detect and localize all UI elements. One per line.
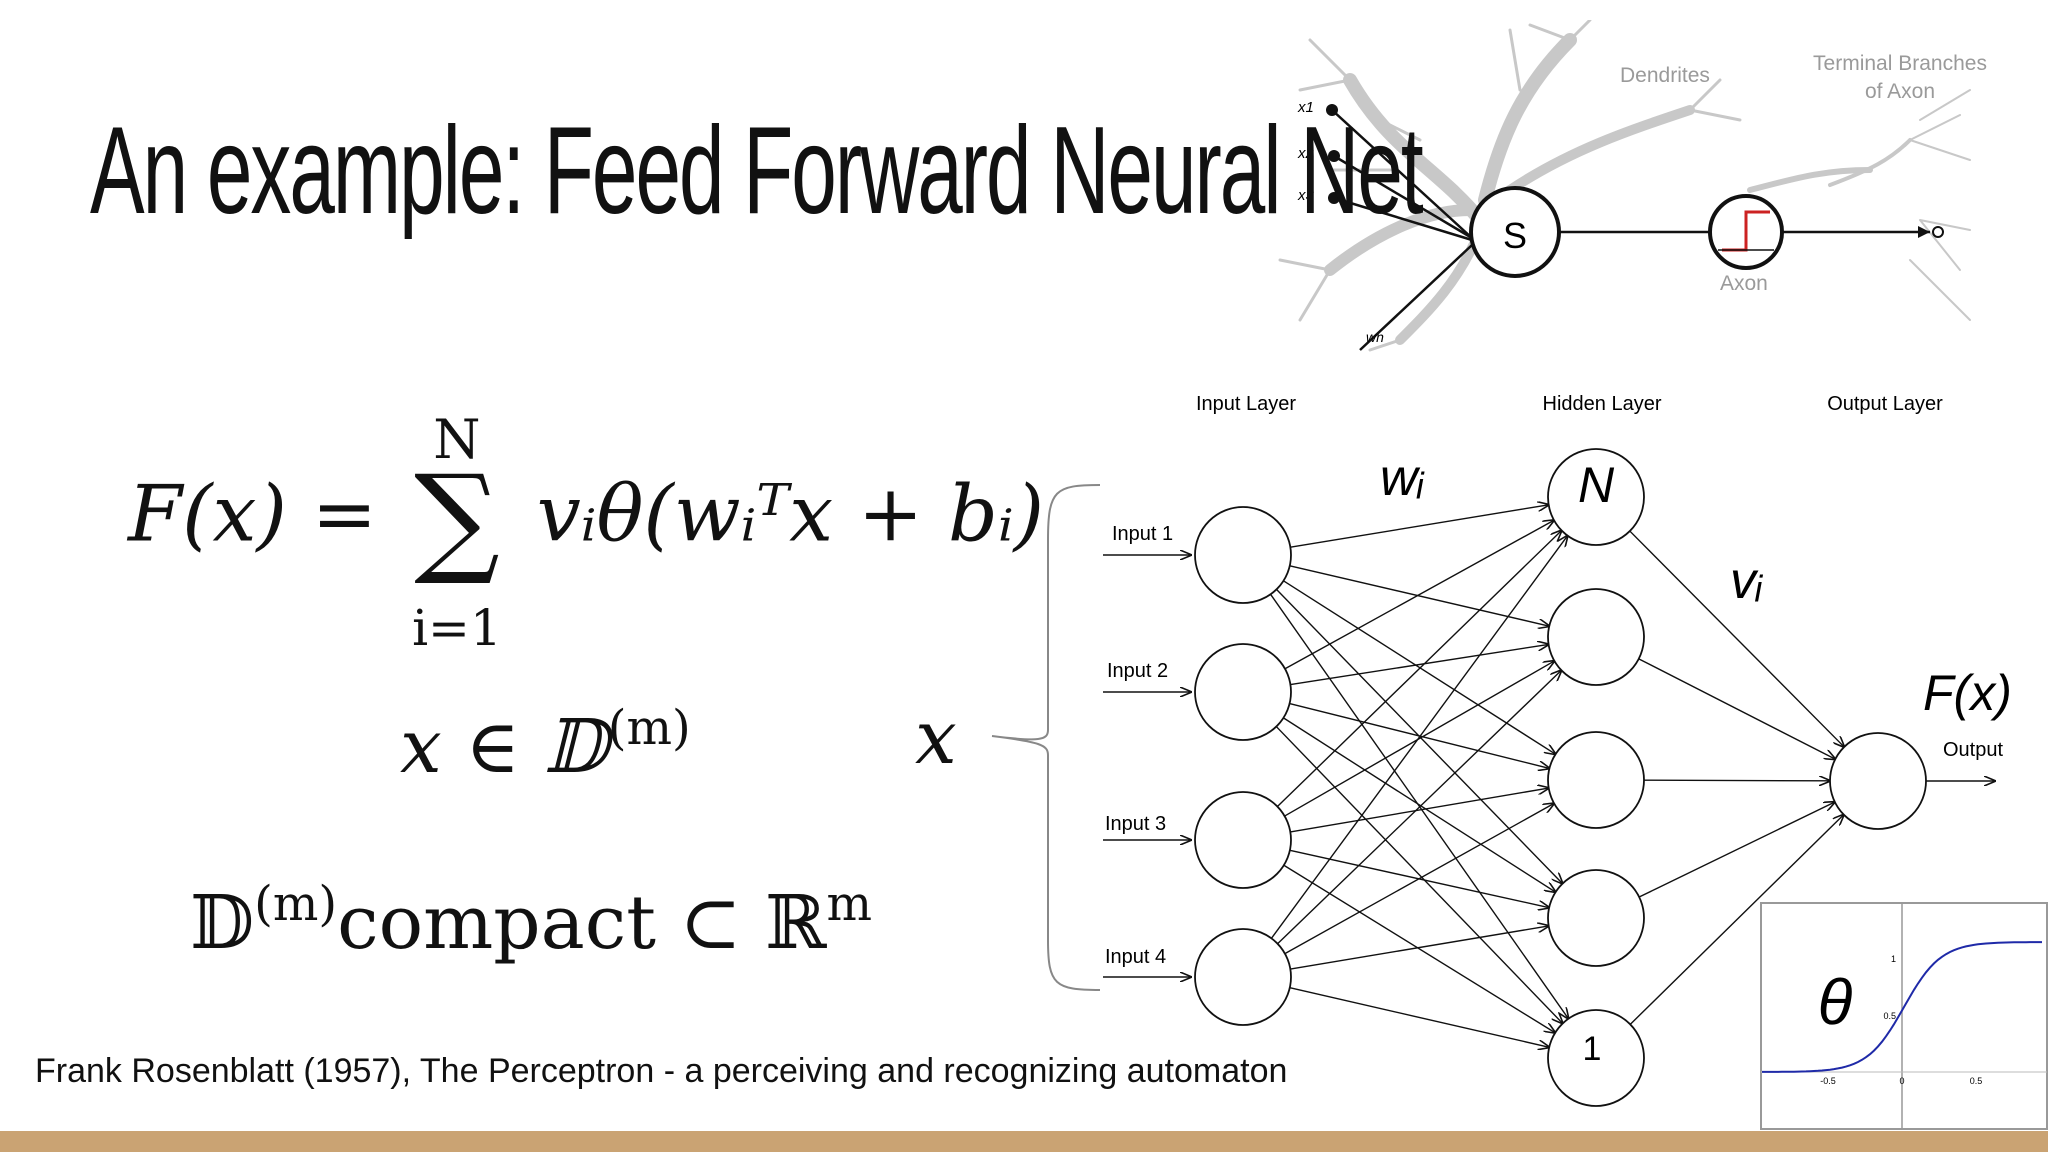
- sigmoid-x-tick: -0.5: [1820, 1076, 1836, 1086]
- sigmoid-y-tick: 0.5: [1883, 1011, 1896, 1021]
- output-label: Output: [1943, 739, 2003, 761]
- eq3-rest: compact ⊂ ℝ: [337, 880, 827, 966]
- input-node: [1194, 928, 1292, 1026]
- terminal-branches-label-2: of Axon: [1865, 80, 1935, 103]
- wn-label: wn: [1366, 329, 1384, 345]
- input-2-label: Input 2: [1107, 660, 1168, 682]
- hidden-node: [1547, 588, 1645, 686]
- soma-label: S: [1503, 215, 1527, 256]
- eq2-sup: (m): [607, 700, 691, 756]
- input-hidden-edge: [1276, 530, 1561, 808]
- input-hidden-edge: [1290, 926, 1548, 970]
- x2-label: x2: [1297, 145, 1315, 162]
- hidden-node: [1547, 731, 1645, 829]
- sigmoid-curve: [1762, 941, 2042, 1073]
- output-layer-label: Output Layer: [1827, 393, 1943, 415]
- hidden-node: [1547, 1009, 1645, 1107]
- hidden-output-edge: [1638, 802, 1835, 898]
- eq2-base: x ∈ 𝔻: [400, 704, 608, 790]
- input-hidden-edge: [1290, 644, 1548, 686]
- hidden-output-edge: [1629, 815, 1844, 1025]
- footer-bar: [0, 1131, 2048, 1152]
- neuron-diagram: S x1 x2 x3 wn Dendrites Terminal Branche…: [1278, 20, 1987, 352]
- input-node: [1194, 643, 1292, 741]
- hidden-layer-label: Hidden Layer: [1543, 393, 1662, 415]
- hidden-output-edge: [1629, 530, 1844, 747]
- hidden-node: [1547, 448, 1645, 546]
- eq3-sup: (m): [254, 876, 338, 932]
- input-brace: [991, 484, 1101, 991]
- theta-label: θ: [1818, 966, 1853, 1038]
- slide-title: An example: Feed Forward Neural Net: [90, 102, 1424, 240]
- output-node: [1829, 732, 1927, 830]
- sum-lower-limit: i=1: [412, 599, 502, 657]
- input-hidden-edge: [1290, 788, 1548, 833]
- sigmoid-x-tick: 0.5: [1970, 1076, 1983, 1086]
- citation: Frank Rosenblatt (1957), The Perceptron …: [35, 1052, 1288, 1090]
- input-hidden-edge: [1277, 670, 1562, 945]
- input-hidden-edge: [1283, 717, 1555, 892]
- hidden-output-edge: [1638, 658, 1836, 759]
- sum-symbol: ∑: [414, 450, 500, 589]
- w-weight-label: wᵢ: [1380, 449, 1426, 507]
- input-hidden-edge: [1284, 661, 1555, 817]
- network-diagram: Input Layer Hidden Layer Output Layer In…: [991, 393, 2012, 1107]
- input-hidden-edge: [1270, 536, 1567, 939]
- equation-f-of-x: F(x) = N ∑ i=1 vᵢθ(wᵢᵀx + bᵢ): [128, 408, 1045, 657]
- x-label-text: x: [915, 695, 957, 781]
- sigmoid-x-tick: 0: [1899, 1076, 1904, 1086]
- equation-domain: x ∈ 𝔻(m): [400, 700, 691, 790]
- summation: N ∑ i=1: [402, 408, 512, 657]
- input-hidden-edge: [1284, 520, 1554, 670]
- eq1-lhs: F(x) =: [128, 469, 378, 560]
- input-3-label: Input 3: [1105, 813, 1166, 835]
- input-node: [1194, 506, 1292, 604]
- hidden-node-1-label: 1: [1583, 1030, 1602, 1068]
- x-input-label: x: [915, 695, 957, 781]
- eq3-sup2: m: [826, 876, 873, 932]
- input-1-label: Input 1: [1112, 523, 1173, 545]
- input-node: [1194, 791, 1292, 889]
- hidden-node: [1547, 869, 1645, 967]
- input-4-label: Input 4: [1105, 946, 1166, 968]
- sum-upper-limit: N: [433, 408, 481, 471]
- output-fx-label: F(x): [1923, 665, 2012, 721]
- sigmoid-y-tick: 1: [1891, 954, 1896, 964]
- eq3-base: 𝔻: [190, 880, 255, 966]
- terminal-branches-label: Terminal Branches: [1813, 52, 1987, 75]
- axon-label: Axon: [1720, 272, 1768, 295]
- input-hidden-edge: [1289, 987, 1549, 1048]
- hidden-output-edge: [1643, 780, 1830, 781]
- eq1-rhs: vᵢθ(wᵢᵀx + bᵢ): [536, 469, 1045, 560]
- hidden-node-n-label: N: [1578, 457, 1615, 513]
- input-hidden-edge: [1283, 580, 1555, 754]
- input-hidden-edge: [1290, 505, 1548, 548]
- x1-label: x1: [1297, 99, 1314, 116]
- input-hidden-edge: [1284, 803, 1554, 955]
- input-hidden-edge: [1289, 565, 1549, 626]
- input-hidden-edge: [1275, 726, 1562, 1024]
- v-weight-label: vᵢ: [1730, 552, 1764, 610]
- dendrites-label: Dendrites: [1620, 64, 1710, 87]
- sigmoid-inset: θ -0.5 0 0.5 1 0.5: [1760, 902, 2048, 1130]
- x3-label: x3: [1297, 187, 1315, 204]
- input-layer-label: Input Layer: [1196, 393, 1296, 415]
- equation-compact: 𝔻(m)compact ⊂ ℝm: [190, 876, 872, 966]
- input-hidden-edge: [1283, 864, 1555, 1033]
- soma-circle: [1469, 186, 1561, 278]
